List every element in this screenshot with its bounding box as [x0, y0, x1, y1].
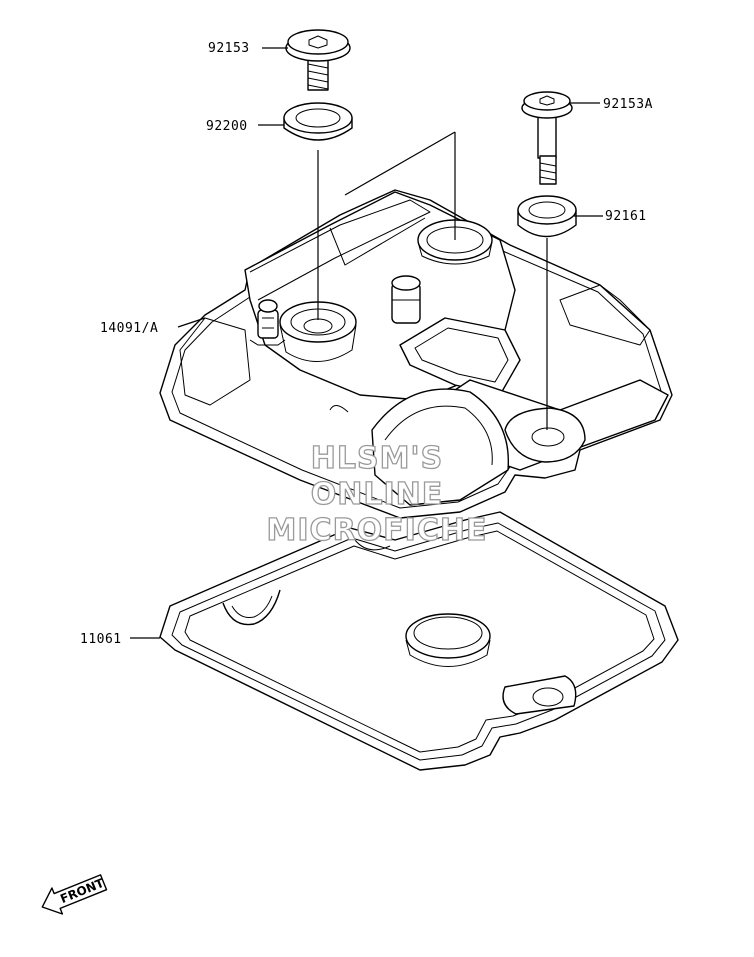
bolt-92153a [521, 91, 573, 185]
front-arrow: FRONT [41, 874, 108, 915]
label-92153a: 92153A [603, 97, 653, 112]
front-arrow-label: FRONT [58, 876, 107, 906]
breather-nipple [249, 299, 286, 346]
head-cover-14091a [159, 189, 673, 519]
label-11061: 11061 [80, 632, 122, 647]
washer-92200 [283, 102, 353, 141]
bolt-92153 [285, 29, 351, 91]
watermark-line-1: HLSM'S [311, 441, 443, 476]
gasket-11061 [159, 511, 679, 771]
assembly-lines [317, 131, 548, 430]
dowel-post [391, 275, 421, 324]
watermark-line-3: MICROFICHE [267, 513, 488, 548]
watermark: HLSM'S ONLINE MICROFICHE [266, 440, 488, 548]
label-92153: 92153 [208, 41, 250, 56]
label-92161: 92161 [605, 209, 647, 224]
leader-lines [130, 47, 603, 639]
watermark-line-2: ONLINE [311, 477, 444, 512]
grommet-92161 [517, 195, 577, 238]
label-92200: 92200 [206, 119, 248, 134]
label-14091a: 14091/A [100, 321, 158, 336]
